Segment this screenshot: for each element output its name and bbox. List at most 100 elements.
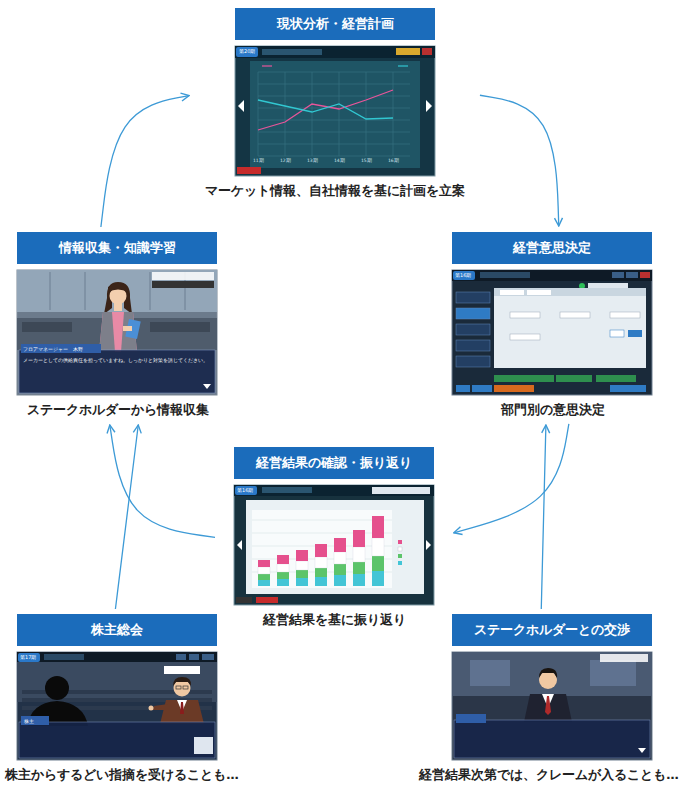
decision-screenshot-part [456, 292, 490, 367]
results-screenshot [234, 485, 434, 605]
results-screenshot-part [398, 554, 402, 558]
decision-screenshot-part [494, 385, 534, 392]
shareholders-screenshot-part [19, 722, 215, 758]
flow-arrow [454, 424, 569, 533]
screen-text: フロアマネージャー 木野 [23, 346, 83, 352]
info-gathering-screenshot-part [108, 284, 128, 292]
results-screenshot-part [234, 485, 434, 496]
step-caption: マーケット情報、自社情報を基に計画を立案 [195, 182, 475, 200]
flow-arrow [541, 425, 546, 609]
analysis-screenshot-part [235, 46, 435, 176]
negotiation-screenshot-part [454, 720, 650, 758]
negotiation-screenshot-part [638, 748, 646, 753]
step-panel: 現状分析・経営計画マーケット情報、自社情報を基に計画を立案 [195, 8, 475, 200]
info-gathering-screenshot-part [17, 270, 217, 312]
negotiation-screenshot-part [545, 696, 551, 715]
results-screenshot-part-part [296, 570, 308, 578]
analysis-screenshot-part [258, 72, 410, 156]
decision-screenshot-part [456, 385, 470, 392]
screen-text: 第16期 [237, 487, 253, 493]
step-caption: ステークホルダーから情報収集 [10, 401, 225, 419]
shareholders-screenshot-part [17, 662, 217, 702]
results-screenshot-part-part [277, 579, 289, 586]
decision-screenshot-part [527, 290, 551, 295]
negotiation-screenshot-part [452, 652, 652, 696]
step-header: 経営意思決定 [452, 232, 652, 264]
info-gathering-screenshot-part [99, 312, 115, 352]
results-screenshot-part-part [353, 547, 365, 562]
analysis-screenshot-part [237, 167, 261, 174]
results-screenshot-part-part [258, 580, 270, 586]
decision-screenshot-part [494, 288, 646, 296]
info-gathering-screenshot-part [19, 350, 215, 393]
results-screenshot-part [235, 486, 257, 495]
analysis-screenshot-part [262, 65, 272, 66]
results-screenshot-part-part [315, 557, 327, 568]
decision-screenshot-part [453, 271, 475, 280]
info-gathering-screenshot-part [22, 322, 72, 332]
analysis-screenshot-part-part [312, 72, 313, 156]
info-gathering-screenshot-part-part [150, 272, 151, 310]
analysis-screenshot-part-part [258, 72, 410, 73]
results-screenshot-part-part [315, 568, 327, 577]
decision-screenshot-part [596, 375, 636, 382]
results-screenshot-part-part [252, 533, 392, 534]
analysis-screenshot-part-part [393, 72, 394, 156]
step-caption: 株主からするどい指摘を受けることも… [2, 766, 242, 784]
flow-arrow [480, 95, 559, 226]
negotiation-screenshot-part [539, 671, 557, 689]
decision-screenshot-part [560, 312, 590, 318]
analysis-screenshot [235, 46, 435, 176]
analysis-screenshot-part-part [339, 72, 340, 156]
negotiation-screenshot-part [470, 660, 510, 686]
analysis-screenshot-part-part [258, 120, 410, 121]
analysis-screenshot-part-part [258, 144, 410, 145]
shareholders-screenshot-part [183, 686, 188, 689]
info-gathering-screenshot-part [21, 344, 101, 353]
shareholders-screenshot-part [44, 654, 84, 660]
results-screenshot-part-part [334, 564, 346, 575]
decision-screenshot-part-part [456, 324, 490, 335]
analysis-screenshot-part [398, 65, 408, 66]
step-caption: 経営結果を基に振り返り [220, 611, 448, 629]
results-screenshot-part [398, 561, 402, 565]
info-gathering-screenshot-part [17, 270, 217, 395]
shareholders-screenshot-part [17, 652, 217, 662]
shareholders-screenshot-part [180, 702, 184, 714]
shareholders-screenshot-part [189, 654, 199, 660]
results-screenshot-part [398, 547, 402, 551]
negotiation-screenshot-part [590, 660, 636, 686]
decision-screenshot-part [610, 385, 646, 392]
step-header: ステークホルダーとの交渉 [452, 614, 652, 646]
shareholders-screenshot-part [176, 686, 181, 689]
step-caption: 部門別の意思決定 [445, 401, 660, 419]
info-gathering-screenshot [17, 270, 217, 395]
info-gathering-screenshot-part [203, 384, 211, 389]
info-gathering-screenshot-part-part [85, 272, 86, 310]
shareholders-screenshot-part [174, 680, 191, 697]
shareholders-screenshot-part [45, 676, 69, 700]
decision-screenshot-part [452, 270, 652, 395]
analysis-screenshot-part [258, 100, 393, 119]
decision-screenshot-part [556, 375, 592, 382]
results-screenshot-part-part [372, 538, 384, 556]
shareholders-screenshot-part [152, 704, 168, 710]
results-screenshot-part-part [296, 561, 308, 570]
screen-text: 株主 [24, 718, 34, 724]
decision-screenshot-part [626, 272, 638, 278]
screen-text: 13期 [307, 158, 318, 163]
results-screenshot-part [426, 540, 431, 550]
decision-screenshot-part [510, 334, 540, 340]
step-panel: 経営意思決定部門別の意思決定 [445, 232, 660, 419]
results-screenshot-part [252, 510, 392, 588]
results-screenshot-part-part [372, 516, 384, 538]
decision-screenshot-part-part [456, 340, 490, 351]
decision-screenshot [452, 270, 652, 395]
negotiation-screenshot-part [600, 654, 648, 662]
decision-screenshot-part [640, 272, 650, 278]
analysis-screenshot-part-part [366, 72, 367, 156]
negotiation-screenshot-part [524, 694, 572, 722]
analysis-screenshot-part-part [258, 96, 410, 97]
